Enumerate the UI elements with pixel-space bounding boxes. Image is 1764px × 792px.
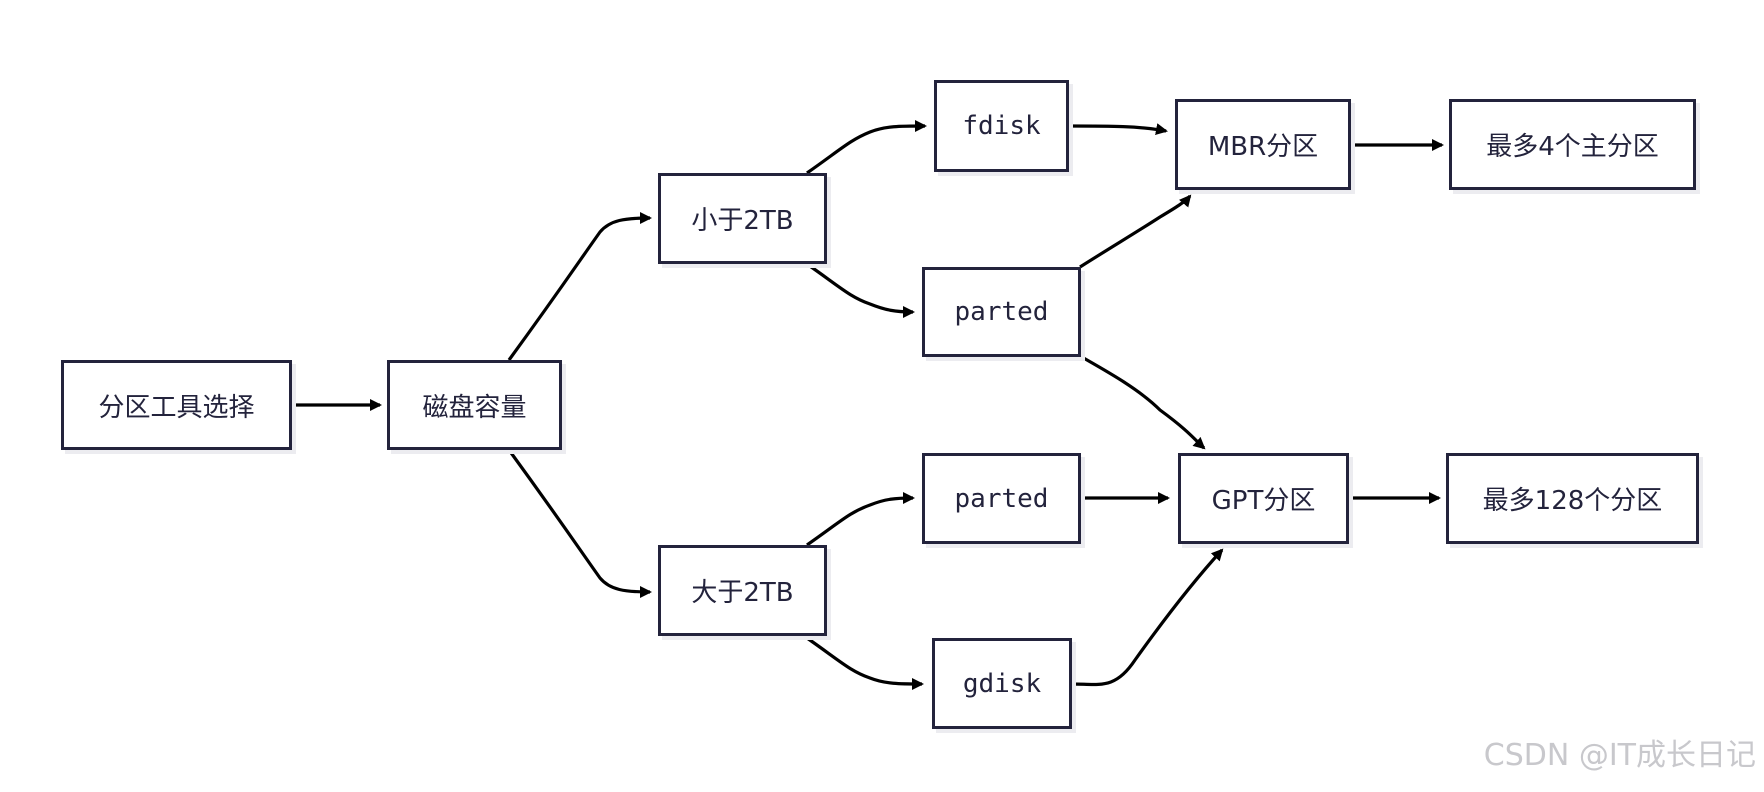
- edge-disk-capacity-to-less-2tb: [507, 212, 652, 361]
- node-partition-tool: 分区工具选择: [61, 360, 292, 450]
- edge-gdisk-to-gpt: [1071, 548, 1224, 687]
- watermark: CSDN @IT成长日记: [1483, 738, 1756, 773]
- node-gpt-limit: 最多128个分区: [1446, 453, 1699, 544]
- node-greater-2tb: 大于2TB: [658, 545, 827, 636]
- node-parted-small: parted: [922, 267, 1081, 357]
- edge-greater-2tb-to-gdisk: [806, 636, 924, 690]
- node-disk-capacity: 磁盘容量: [387, 360, 562, 450]
- node-gdisk: gdisk: [932, 638, 1072, 729]
- edge-parted-small-to-gpt: [1079, 354, 1206, 450]
- node-gpt: GPT分区: [1178, 453, 1349, 544]
- edge-parted-small-to-mbr: [1079, 194, 1192, 269]
- edge-disk-capacity-to-greater-2tb: [507, 449, 652, 598]
- edge-greater-2tb-to-parted-large: [806, 492, 915, 547]
- node-mbr-limit: 最多4个主分区: [1449, 99, 1696, 190]
- edge-less-2tb-to-fdisk: [806, 120, 927, 175]
- node-fdisk: fdisk: [934, 80, 1069, 172]
- edge-less-2tb-to-parted-small: [806, 262, 915, 318]
- node-mbr: MBR分区: [1175, 99, 1351, 190]
- node-less-2tb: 小于2TB: [658, 173, 827, 264]
- edge-fdisk-to-mbr: [1068, 123, 1168, 136]
- node-parted-large: parted: [922, 453, 1081, 544]
